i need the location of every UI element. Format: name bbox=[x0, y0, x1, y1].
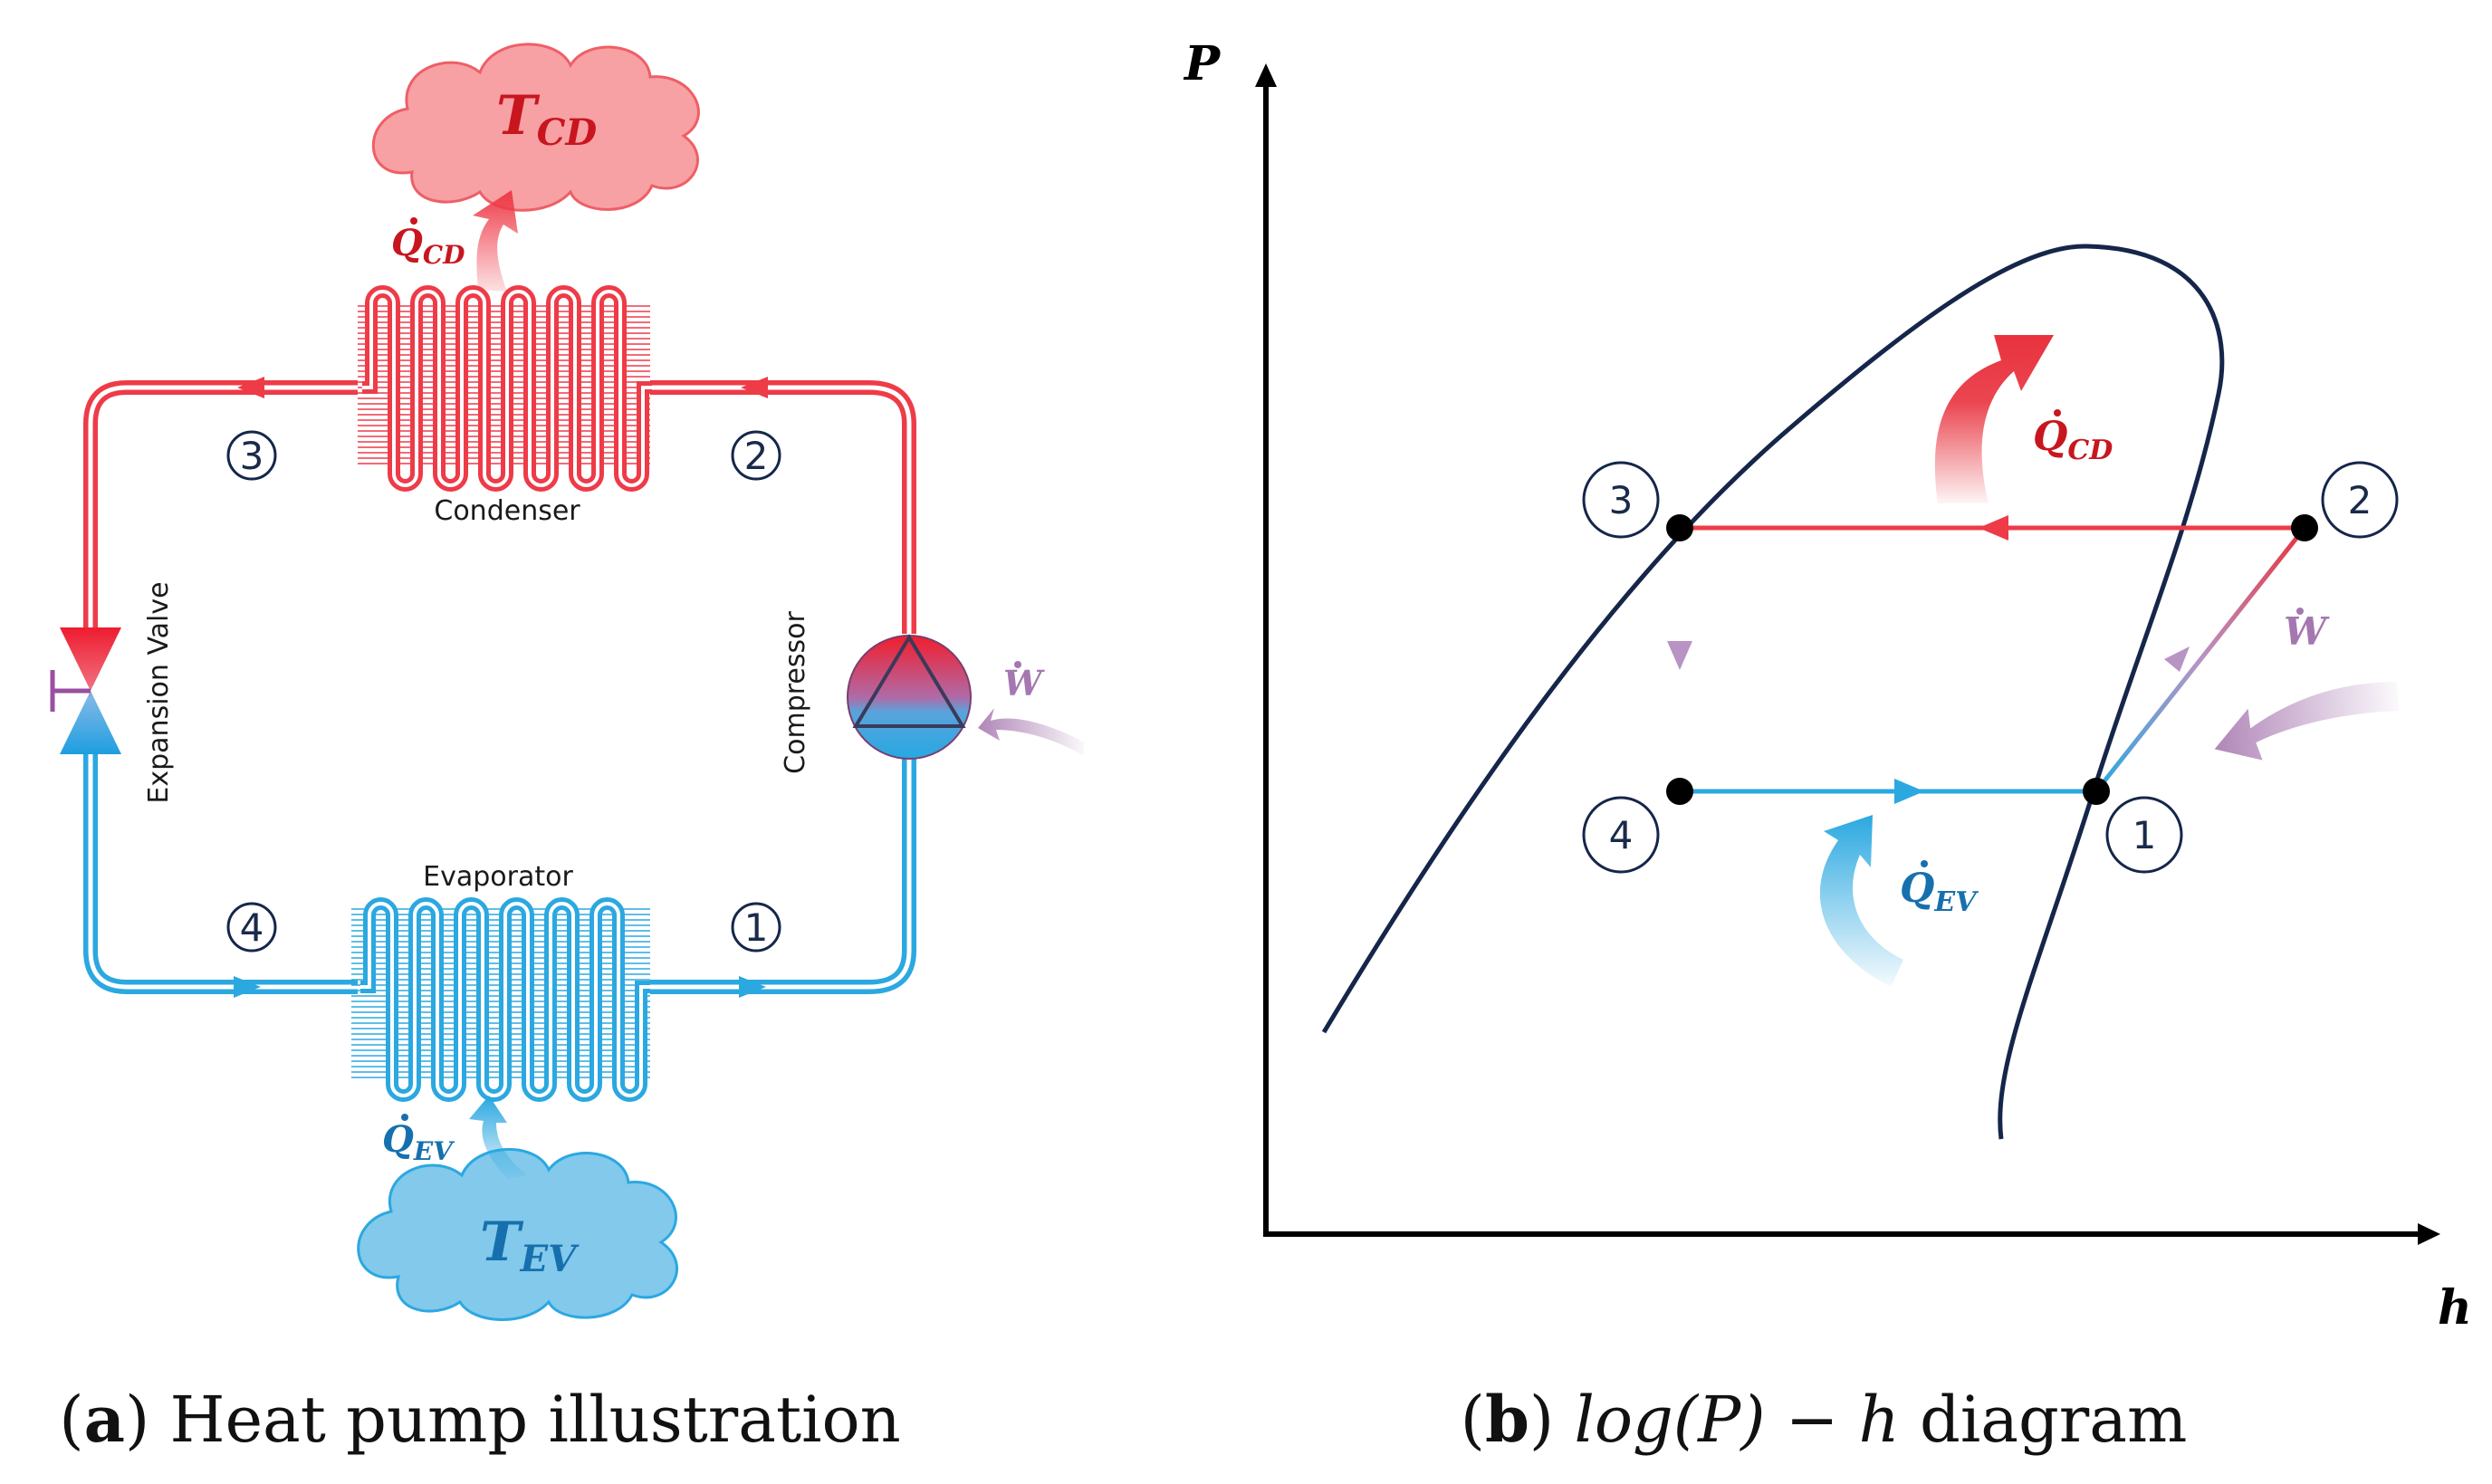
state-label-3: 3 bbox=[1582, 461, 1660, 539]
svg-text:3: 3 bbox=[240, 434, 264, 478]
panel-a-state-markers: 3 2 4 1 bbox=[226, 430, 781, 953]
svg-text:2: 2 bbox=[2348, 478, 2372, 522]
saturation-dome bbox=[1321, 244, 2225, 1140]
flow-arrow-top-right bbox=[741, 377, 768, 398]
q-cd-label-a: QCD bbox=[391, 222, 465, 270]
condenser-label: Condenser bbox=[434, 495, 580, 527]
condenser-heat-sink-cloud: TCD bbox=[371, 43, 700, 212]
svg-text:2: 2 bbox=[744, 434, 769, 478]
state-marker-3: 3 bbox=[226, 430, 277, 481]
state-label-1: 1 bbox=[2105, 796, 2183, 874]
axes: P h bbox=[1183, 36, 2472, 1336]
svg-text:1: 1 bbox=[2133, 813, 2157, 857]
caption-b: (b) log(P) − h diagram bbox=[1461, 1382, 2188, 1457]
flow-arrow-top-left bbox=[237, 377, 264, 398]
cold-cloud-label: TEV bbox=[480, 1211, 580, 1280]
condensation-arrow bbox=[1979, 515, 2008, 541]
expansion-valve-label: Expansion Valve bbox=[143, 581, 175, 803]
state-label-2: 2 bbox=[2321, 461, 2399, 539]
state-point-1 bbox=[2083, 778, 2110, 805]
hot-cloud-shape bbox=[371, 43, 700, 212]
compression-line-1-2 bbox=[2094, 526, 2306, 793]
y-axis-label: P bbox=[1183, 36, 1222, 91]
x-axis-arrowhead bbox=[2418, 1223, 2440, 1245]
heat-absorption-arrow-b: QEV bbox=[1819, 815, 1979, 987]
evaporator-coil: Evaporator bbox=[351, 861, 650, 1102]
compression-arrow bbox=[2164, 646, 2190, 672]
state-marker-4: 4 bbox=[226, 902, 277, 953]
cycle bbox=[1667, 515, 2306, 804]
compressor-body bbox=[847, 635, 972, 760]
svg-text:4: 4 bbox=[1609, 813, 1634, 857]
panel-a-heat-pump-illustration: TCD TEV bbox=[50, 43, 1085, 1457]
cold-cloud-shape bbox=[357, 1148, 678, 1321]
evaporation-arrow bbox=[1894, 779, 1924, 804]
w-label-a: W bbox=[1003, 663, 1045, 704]
state-marker-1: 1 bbox=[731, 902, 781, 953]
heat-rejection-arrow-a: QCD bbox=[391, 190, 518, 292]
state-point-2 bbox=[2291, 514, 2318, 541]
flow-arrow-bottom-left bbox=[234, 976, 261, 998]
x-axis-label: h bbox=[2438, 1280, 2472, 1336]
cold-pipe bbox=[83, 752, 916, 994]
hot-pipe bbox=[83, 380, 916, 634]
expansion-arrow bbox=[1667, 641, 1692, 670]
panel-b-state-markers: 3 2 4 1 bbox=[1582, 461, 2399, 874]
compressor: Compressor bbox=[780, 611, 972, 774]
state-point-4 bbox=[1666, 778, 1693, 805]
panel-b-log-p-h-diagram: P h 3 bbox=[1183, 36, 2472, 1457]
state-marker-2: 2 bbox=[731, 430, 781, 481]
q-ev-label-b: QEV bbox=[1900, 866, 1979, 918]
svg-text:3: 3 bbox=[1609, 478, 1634, 522]
condenser-coil: Condenser bbox=[358, 285, 652, 527]
state-point-3 bbox=[1666, 514, 1693, 541]
evaporator-label: Evaporator bbox=[423, 861, 573, 893]
heat-rejection-arrow-b: QCD bbox=[1934, 335, 2113, 503]
work-input-arrow-b: W bbox=[2214, 608, 2400, 761]
w-label-b: W bbox=[2284, 609, 2330, 654]
evaporator-heat-source-cloud: TEV bbox=[357, 1148, 678, 1321]
flow-arrows bbox=[234, 377, 768, 998]
caption-a: (a) Heat pump illustration bbox=[59, 1382, 900, 1457]
q-cd-label-b: QCD bbox=[2033, 414, 2113, 466]
expansion-valve: Expansion Valve bbox=[50, 581, 175, 804]
q-ev-label-a: QEV bbox=[382, 1118, 455, 1166]
compressor-triangle bbox=[852, 634, 966, 728]
flow-arrow-bottom-right bbox=[739, 976, 766, 998]
hot-cloud-label: TCD bbox=[496, 84, 597, 154]
y-axis-arrowhead bbox=[1255, 63, 1277, 87]
compressor-label: Compressor bbox=[780, 611, 811, 774]
state-points bbox=[1666, 514, 2318, 805]
work-input-arrow-a: W bbox=[978, 661, 1085, 755]
svg-text:4: 4 bbox=[240, 905, 264, 950]
svg-text:1: 1 bbox=[744, 905, 769, 950]
heat-absorption-arrow-a: QEV bbox=[382, 1096, 527, 1179]
state-label-4: 4 bbox=[1582, 796, 1660, 874]
expansion-valve-symbol bbox=[60, 627, 121, 754]
